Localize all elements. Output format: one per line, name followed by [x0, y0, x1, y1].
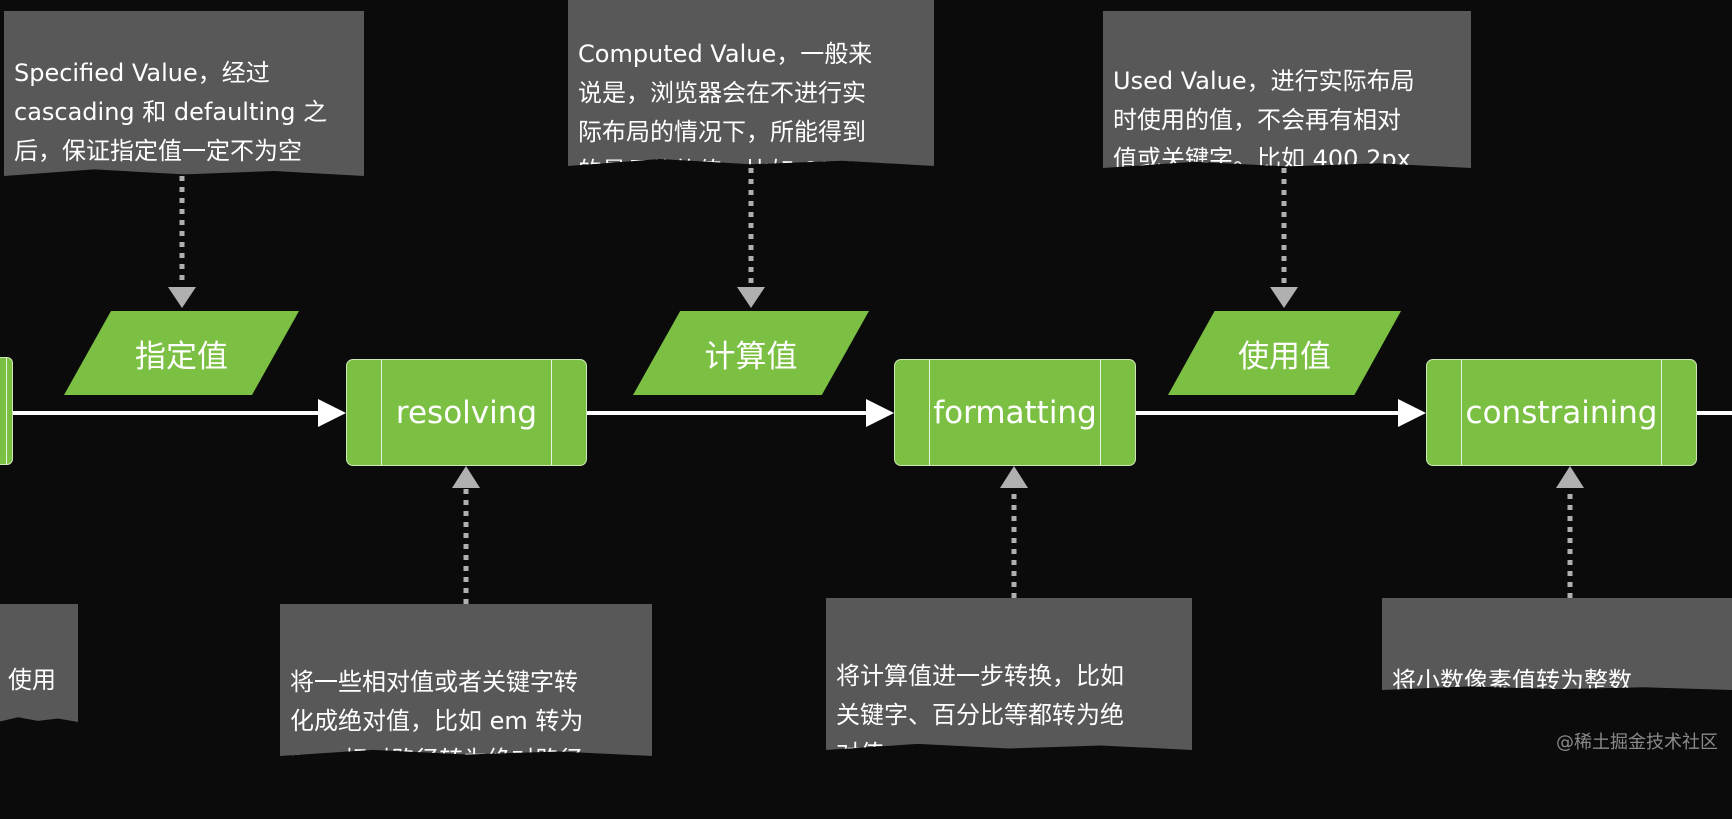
note-partial-left: 使用 — [0, 604, 78, 722]
flow-arrowhead-constraining — [1398, 399, 1426, 427]
dotted-arrowhead-resolving — [452, 466, 480, 488]
process-partial-left-divider — [6, 358, 7, 464]
process-resolving-right-divider — [551, 360, 552, 465]
value-computed-label: 计算值 — [704, 338, 798, 375]
process-formatting-left-divider — [929, 360, 930, 465]
note-constraining: 将小数像素值转为整数 — [1382, 598, 1732, 690]
process-resolving-left-divider — [381, 360, 382, 465]
note-formatting: 将计算值进一步转换，比如 关键字、百分比等都转为绝 对值 — [826, 598, 1192, 750]
note-resolving-text: 将一些相对值或者关键字转 化成绝对值，比如 em 转为 px，相对路径转为绝对路… — [290, 668, 584, 774]
process-constraining: constraining — [1426, 359, 1697, 466]
note-resolving: 将一些相对值或者关键字转 化成绝对值，比如 em 转为 px，相对路径转为绝对路… — [280, 604, 652, 756]
css-value-pipeline-diagram: Specified Value，经过 cascading 和 defaultin… — [0, 0, 1732, 756]
process-formatting-label: formatting — [933, 394, 1097, 431]
flow-arrowhead-resolving — [318, 399, 346, 427]
dotted-arrowhead-specified — [168, 287, 196, 308]
note-used-value: Used Value，进行实际布局 时使用的值，不会再有相对 值或关键字。比如 … — [1103, 11, 1471, 168]
note-specified-value-text: Specified Value，经过 cascading 和 defaultin… — [14, 59, 328, 165]
value-used: 使用值 — [1168, 311, 1401, 395]
note-used-value-text: Used Value，进行实际布局 时使用的值，不会再有相对 值或关键字。比如 … — [1113, 67, 1415, 173]
process-constraining-right-divider — [1661, 360, 1662, 465]
note-constraining-text: 将小数像素值转为整数 — [1392, 667, 1632, 695]
watermark: @稀土掘金技术社区 — [1556, 732, 1718, 753]
value-specified-label: 指定值 — [135, 338, 228, 375]
process-resolving-label: resolving — [395, 394, 538, 431]
dotted-arrowhead-used — [1270, 287, 1298, 308]
dotted-arrowhead-formatting — [1000, 466, 1028, 488]
flow-arrowhead-formatting — [866, 399, 894, 427]
value-used-label: 使用值 — [1238, 338, 1331, 375]
process-constraining-label: constraining — [1465, 394, 1658, 431]
note-formatting-text: 将计算值进一步转换，比如 关键字、百分比等都转为绝 对值 — [836, 662, 1124, 768]
note-partial-left-text: 使用 — [8, 666, 56, 694]
note-computed-value: Computed Value，一般来 说是，浏览器会在不进行实 际布局的情况下，… — [568, 0, 934, 166]
process-formatting: formatting — [894, 359, 1136, 466]
process-partial-left — [0, 357, 13, 465]
process-formatting-right-divider — [1100, 360, 1101, 465]
dotted-arrowhead-computed — [737, 287, 765, 308]
process-constraining-left-divider — [1461, 360, 1462, 465]
connectors-layer — [13, 168, 1732, 604]
dotted-arrowhead-constraining — [1556, 466, 1584, 488]
note-specified-value: Specified Value，经过 cascading 和 defaultin… — [4, 11, 364, 176]
process-resolving: resolving — [346, 359, 587, 466]
